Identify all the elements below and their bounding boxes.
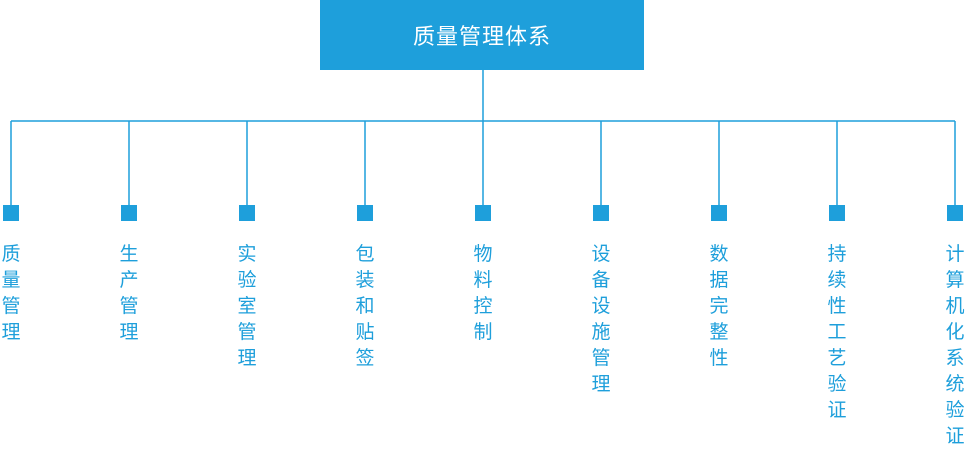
node-marker — [475, 205, 491, 221]
node-marker — [357, 205, 373, 221]
node-marker — [593, 205, 609, 221]
branch-label: 设备设施管理 — [591, 243, 611, 395]
branch-label: 持续性工艺验证 — [827, 243, 847, 421]
branch-label: 质量管理 — [1, 243, 21, 343]
root-node: 质量管理体系 — [320, 0, 644, 70]
node-marker — [947, 205, 963, 221]
branch-label: 生产管理 — [119, 243, 139, 343]
node-marker — [711, 205, 727, 221]
branch-label: 数据完整性 — [709, 243, 729, 369]
node-marker — [829, 205, 845, 221]
node-marker — [3, 205, 19, 221]
root-node-label: 质量管理体系 — [412, 25, 551, 50]
branch-label: 物料控制 — [473, 243, 493, 343]
branch-label: 计算机化系统验证 — [945, 243, 965, 447]
branch-label: 包装和贴签 — [355, 243, 375, 369]
node-marker — [121, 205, 137, 221]
branch-label: 实验室管理 — [237, 243, 257, 369]
node-marker — [239, 205, 255, 221]
